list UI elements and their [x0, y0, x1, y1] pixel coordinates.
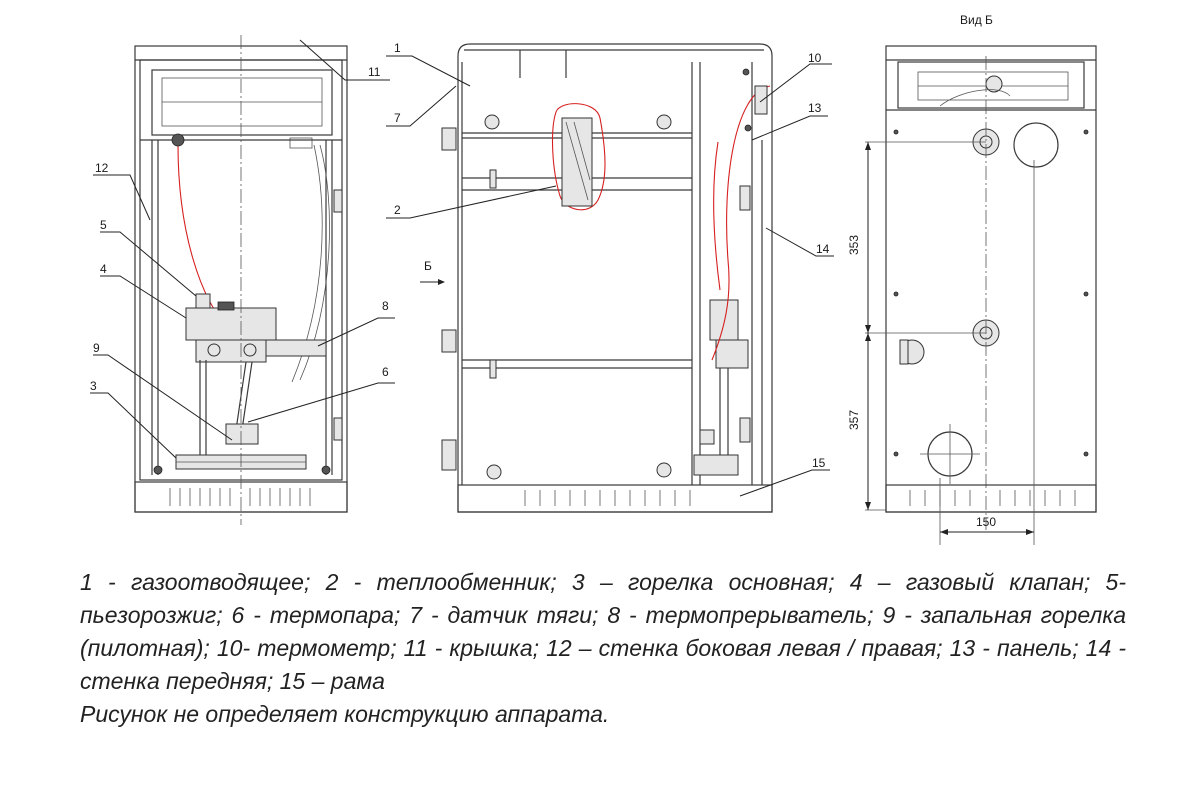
callout-10: 10 [808, 51, 822, 65]
callout-4: 4 [100, 262, 107, 276]
rear-view: Вид Б [847, 13, 1097, 545]
callout-2: 2 [394, 203, 401, 217]
side-frame-slots [524, 490, 691, 506]
view-arrow-label: Б [424, 259, 432, 273]
rear-frame-slots [909, 490, 1076, 506]
callout-14: 14 [816, 242, 830, 256]
callout-12: 12 [95, 161, 109, 175]
view-title: Вид Б [960, 13, 993, 27]
callout-8: 8 [382, 299, 389, 313]
callout-15: 15 [812, 456, 826, 470]
side-view: Б 1 7 2 10 13 14 15 [386, 41, 834, 513]
dimension-upper: 353 [847, 235, 861, 255]
callout-5: 5 [100, 218, 107, 232]
legend-note: Рисунок не определяет конструкцию аппара… [80, 701, 610, 727]
dimension-lower: 357 [847, 410, 861, 430]
dimension-width: 150 [976, 515, 996, 529]
callout-7: 7 [394, 111, 401, 125]
callout-1: 1 [394, 41, 401, 55]
legend-text: 1 - газоотводящее; 2 - теплообменник; 3 … [80, 569, 1126, 694]
boiler-technical-drawing: 11 12 5 4 9 3 8 6 [90, 13, 1097, 545]
front-frame-slots [169, 488, 311, 506]
callout-13: 13 [808, 101, 822, 115]
front-view: 11 12 5 4 9 3 8 6 [90, 35, 395, 525]
callout-9: 9 [93, 341, 100, 355]
figure-legend: 1 - газоотводящее; 2 - теплообменник; 3 … [80, 566, 1126, 731]
callout-3: 3 [90, 379, 97, 393]
callout-6: 6 [382, 365, 389, 379]
callout-11: 11 [368, 65, 381, 79]
